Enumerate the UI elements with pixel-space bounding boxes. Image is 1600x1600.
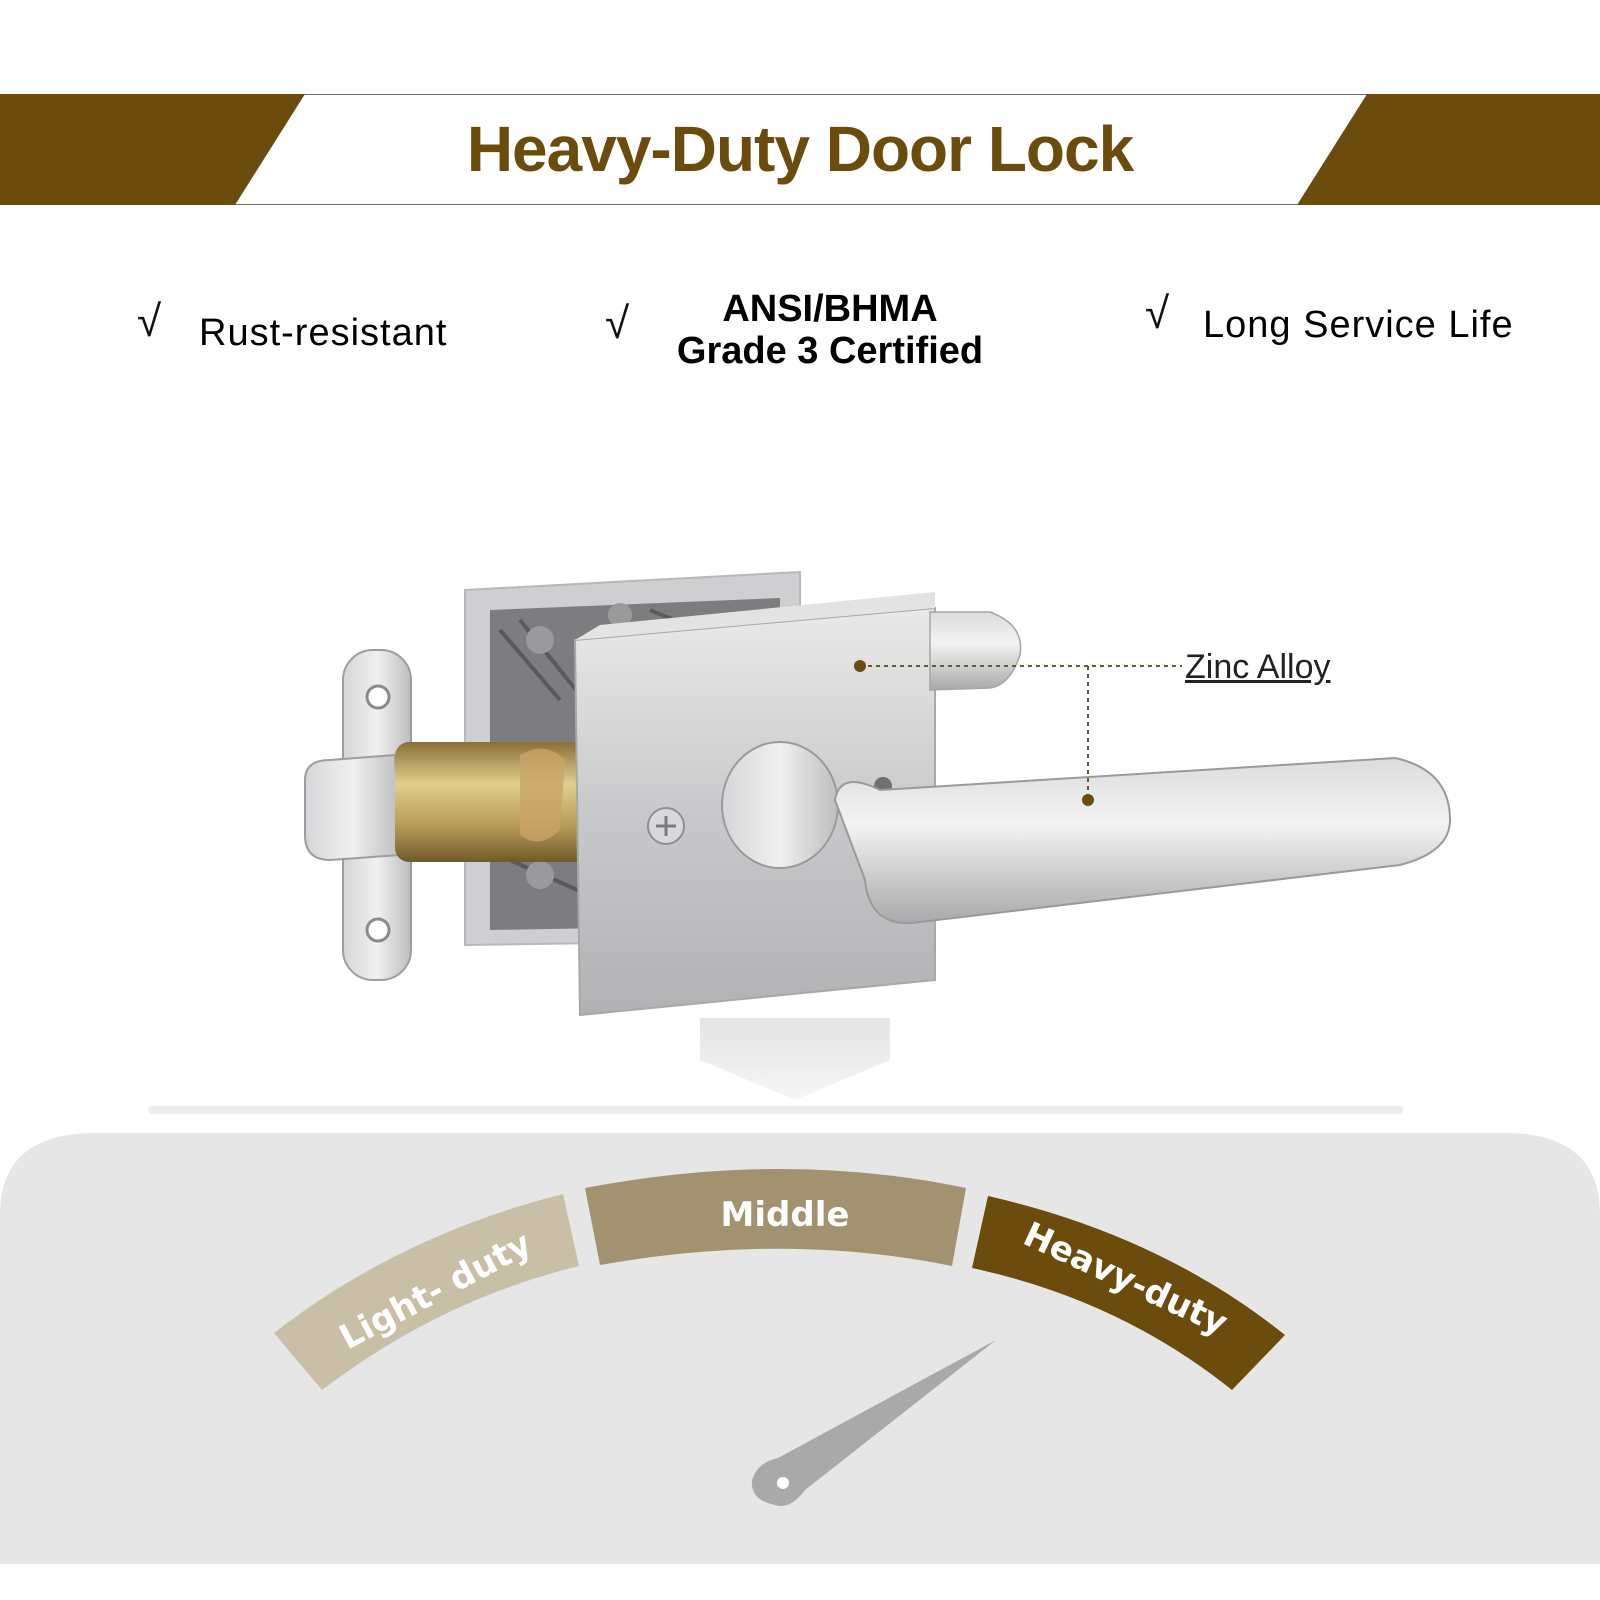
gauge-segment-light — [274, 1194, 579, 1390]
divider-line — [148, 1106, 1403, 1114]
checkmark-icon: √ — [137, 297, 162, 346]
zinc-alloy-label: Zinc Alloy — [1185, 648, 1331, 686]
callout-dot — [1082, 794, 1094, 806]
gauge-background — [0, 1133, 1600, 1564]
checkmark-icon: √ — [605, 299, 630, 348]
title-banner — [0, 94, 1600, 205]
feature-label-line2: Grade 3 Certified — [676, 330, 984, 372]
gauge-needle — [751, 1340, 996, 1506]
brass-latch-tube — [395, 742, 590, 862]
gauge-segment-heavy — [972, 1196, 1285, 1390]
page-title: Heavy-Duty Door Lock — [466, 113, 1134, 185]
gauge-segment-middle — [585, 1169, 966, 1266]
gauge-label-middle: Middle — [721, 1195, 850, 1235]
feature-label: Long Service Life — [1203, 304, 1514, 346]
feature-label-line1: ANSI/BHMA — [722, 288, 938, 330]
front-lever — [721, 741, 1452, 925]
banner-left-band — [0, 94, 305, 205]
feature-label-certified: ANSI/BHMA Grade 3 Certified — [660, 288, 1000, 372]
banner-right-band — [1297, 94, 1600, 205]
down-arrow-icon — [700, 1018, 890, 1100]
feature-label: Rust-resistant — [199, 312, 448, 354]
back-lever — [929, 611, 1022, 691]
callout-dot — [854, 660, 866, 672]
checkmark-icon: √ — [1145, 289, 1170, 338]
zinc-alloy-callout — [854, 660, 1182, 806]
